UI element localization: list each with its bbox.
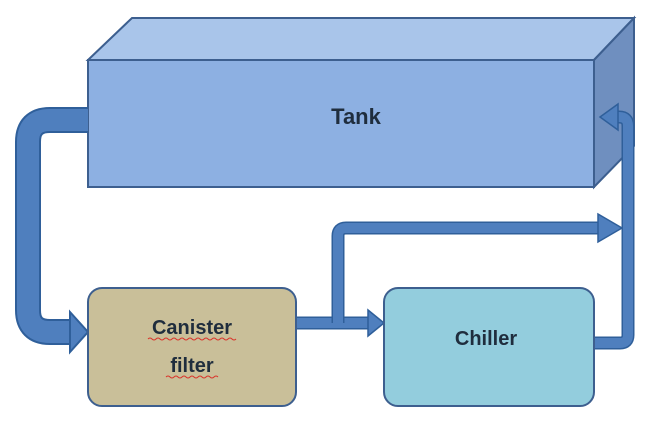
canister-filter-label-line2: filter [170,355,214,377]
canister-filter: Canister filter [87,287,297,407]
chiller-box [383,287,595,407]
pipe-chiller-to-tank-fill [594,112,633,348]
tank-top-face [85,17,637,61]
pipe-tank-to-filter-fill [17,109,88,343]
arrowhead-into-chiller [367,308,386,338]
arrowhead-into-tank [598,102,619,132]
canister-filter-box [87,287,297,407]
tank: Tank [85,15,637,190]
tank-front-face [87,59,595,188]
arrowhead-bypass [597,212,624,244]
spellcheck-underline-canister [147,337,237,341]
spellcheck-underline-filter [165,375,219,379]
arrowhead-into-filter [69,309,90,355]
canister-filter-label-line1: Canister [152,317,232,339]
chiller: Chiller [383,287,595,407]
chiller-label: Chiller [455,328,517,350]
pipe-bypass-fill [333,223,600,323]
tank-label: Tank [331,104,381,129]
